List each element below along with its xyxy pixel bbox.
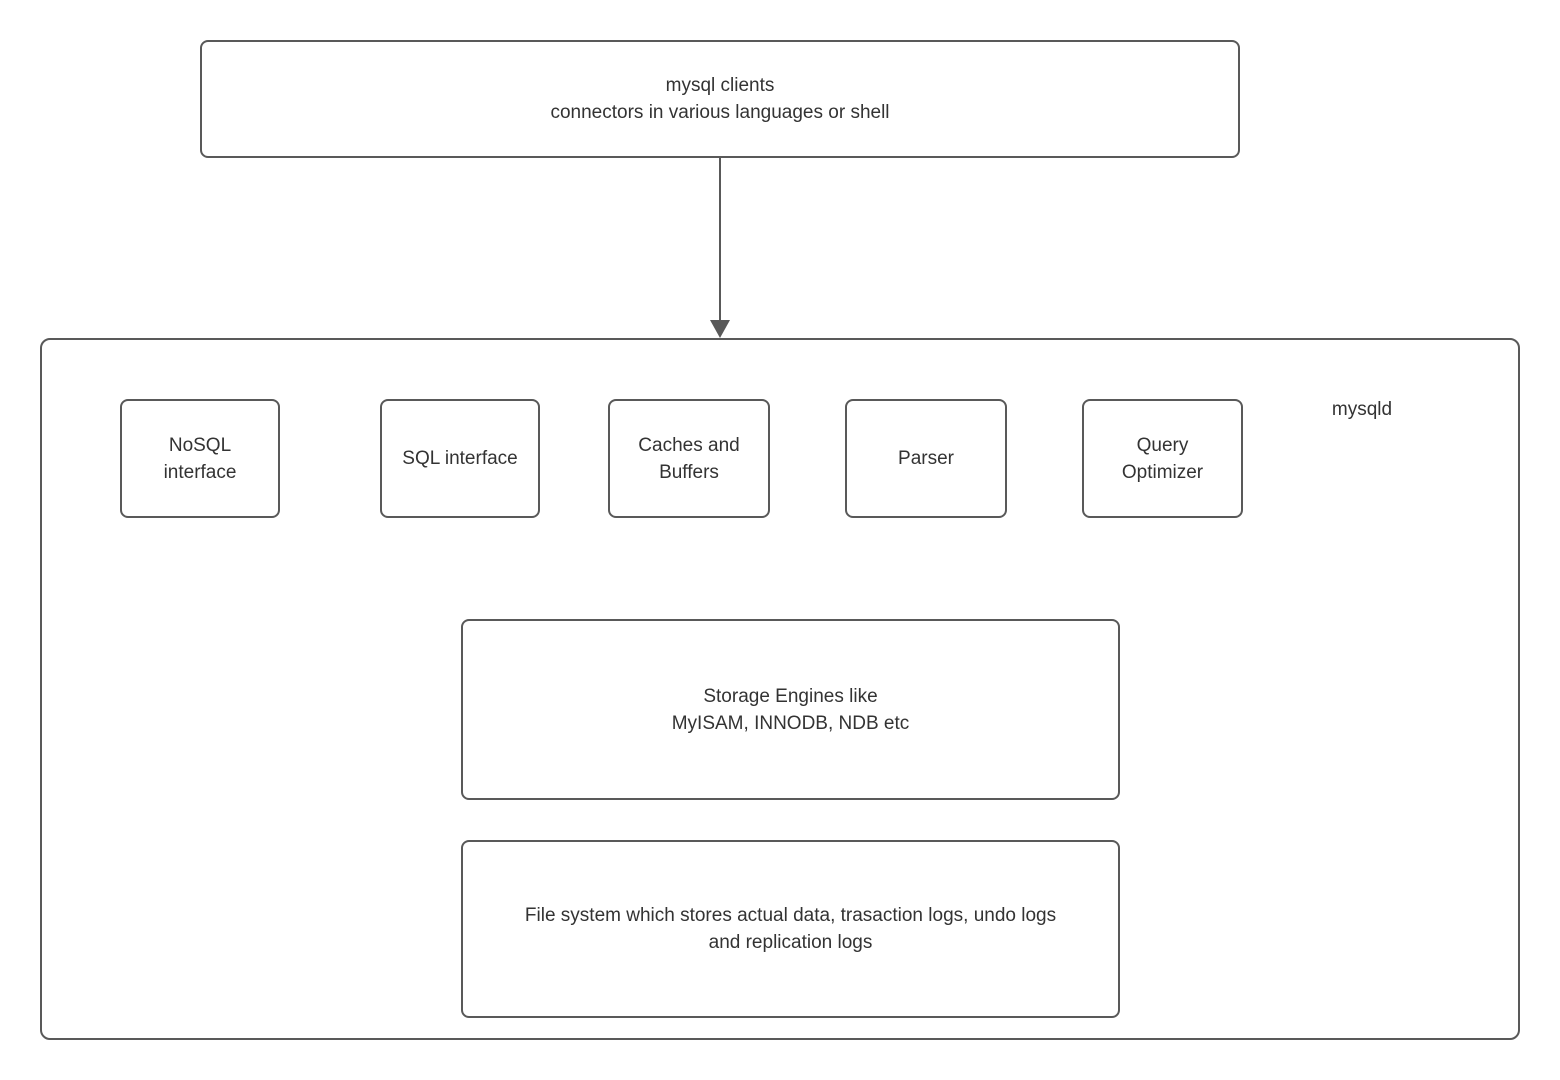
component-box-caches-and-buffers: Caches and Buffers [608,399,770,518]
file-system-box: File system which stores actual data, tr… [461,840,1120,1018]
component-box-parser: Parser [845,399,1007,518]
clients-to-mysqld-arrow-line [719,158,721,322]
arrow-down-head [710,320,730,338]
component-box-nosql-interface: NoSQL interface [120,399,280,518]
component-box-query-optimizer: Query Optimizer [1082,399,1243,518]
mysqld-label: mysqld [1331,399,1393,420]
mysql-clients-box: mysql clients connectors in various lang… [200,40,1240,158]
storage-engines-box: Storage Engines like MyISAM, INNODB, NDB… [461,619,1120,800]
component-box-sql-interface: SQL interface [380,399,540,518]
